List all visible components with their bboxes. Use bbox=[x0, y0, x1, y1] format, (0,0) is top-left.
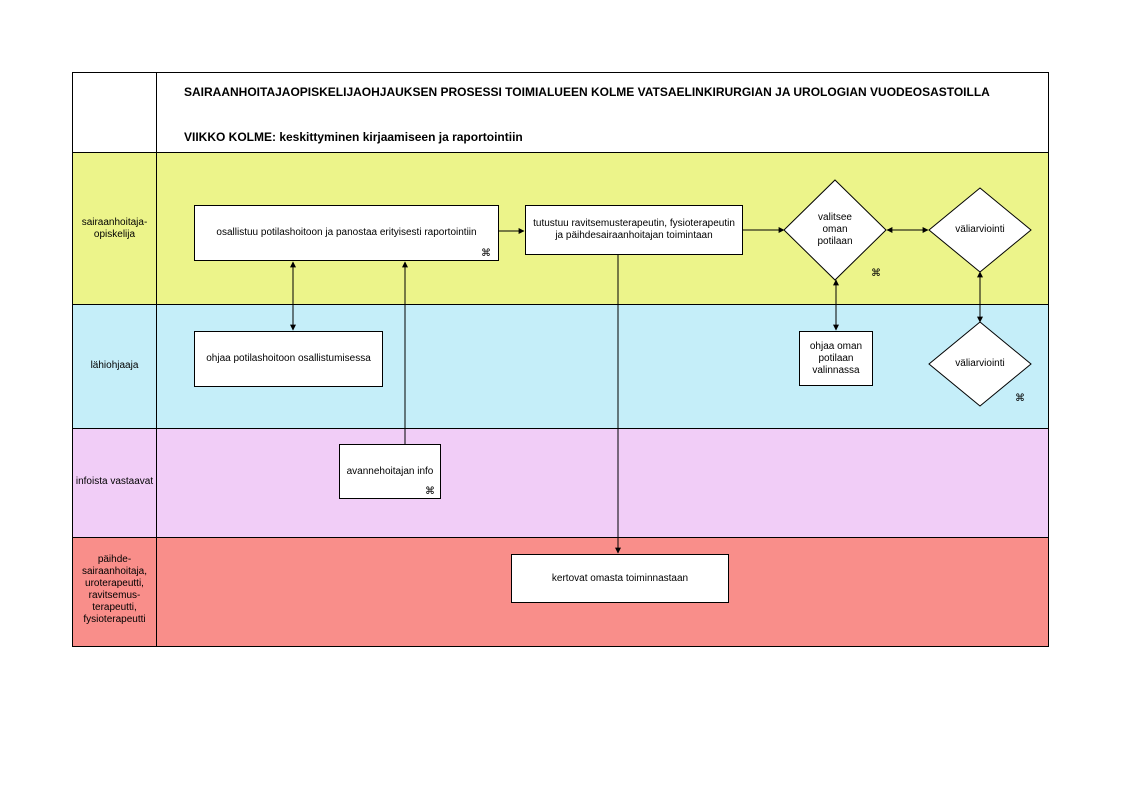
diagram-subtitle: VIIKKO KOLME: keskittyminen kirjaamiseen… bbox=[184, 130, 523, 144]
node-kertovat: kertovat omasta toiminnastaan bbox=[511, 554, 729, 603]
lane-infot bbox=[72, 428, 1049, 538]
lane-label-opiskelija: sairaanhoitaja-opiskelija bbox=[81, 217, 148, 240]
lane-label-lahiohjaaja: lähiohjaaja bbox=[90, 360, 139, 371]
label-valiarviointi-bottom: väliarviointi bbox=[955, 358, 1005, 369]
node-avannehoitajan-info: avannehoitajan info bbox=[339, 444, 441, 499]
link-icon[interactable]: ⌘ bbox=[481, 248, 491, 259]
label-valiarviointi-top: väliarviointi bbox=[955, 224, 1005, 235]
node-osallistuu: osallistuu potilashoitoon ja panostaa er… bbox=[194, 205, 499, 261]
link-icon[interactable]: ⌘ bbox=[871, 268, 881, 279]
node-tutustuu: tutustuu ravitsemusterapeutin, fysiotera… bbox=[525, 205, 743, 255]
lane-label-infot: infoista vastaavat bbox=[75, 476, 154, 487]
header-label-cell bbox=[72, 72, 157, 153]
lane-label-terapeutit: päihde-sairaanhoitaja,uroterapeutti,ravi… bbox=[81, 554, 148, 625]
diamond-valiarviointi-bottom bbox=[928, 321, 1032, 407]
diagram-title: SAIRAANHOITAJAOPISKELIJAOHJAUKSEN PROSES… bbox=[184, 85, 990, 99]
link-icon[interactable]: ⌘ bbox=[1015, 393, 1025, 404]
link-icon[interactable]: ⌘ bbox=[425, 486, 435, 497]
node-ohjaa-osallistumisessa: ohjaa potilashoitoon osallistumisessa bbox=[194, 331, 383, 387]
header-row bbox=[72, 72, 1049, 153]
